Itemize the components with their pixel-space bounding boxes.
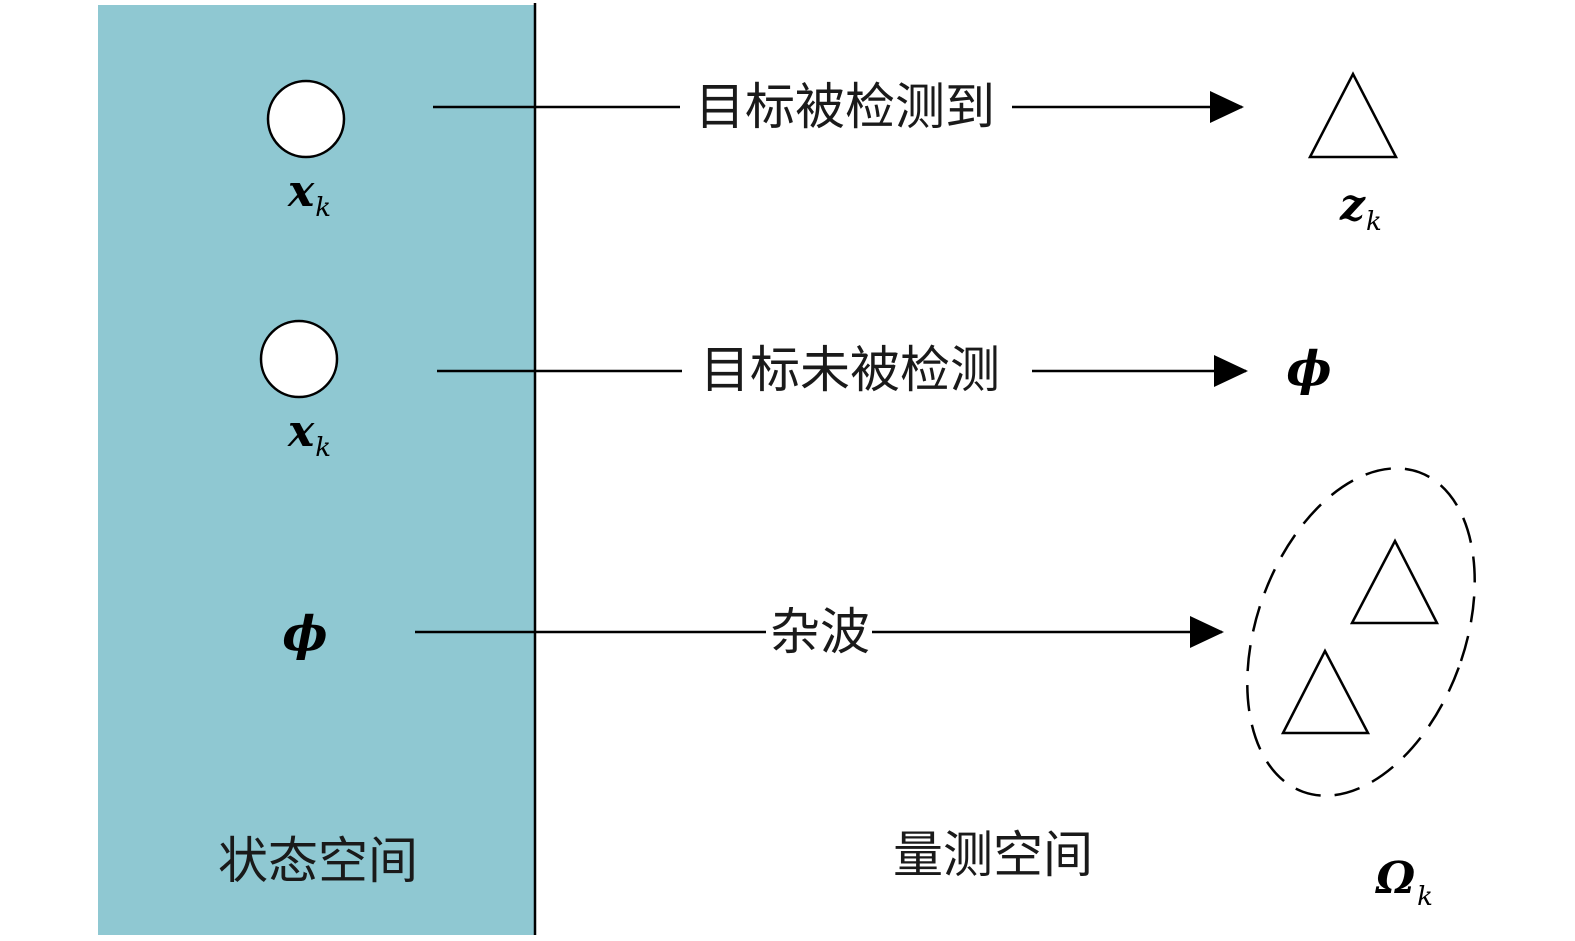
measurement-label: zk xyxy=(1339,180,1382,237)
clutter-set-label: Ωk xyxy=(1375,853,1433,912)
arrow-detected-label: 目标被检测到 xyxy=(695,78,995,136)
target-state-label-2: xk xyxy=(287,406,331,463)
measurement-space-label: 量测空间 xyxy=(893,826,1093,884)
arrow-missed-label: 目标未被检测 xyxy=(700,341,1000,399)
clutter-triangle-2 xyxy=(1280,648,1371,735)
state-space-label: 状态空间 xyxy=(218,832,418,890)
empty-measurement-symbol: ϕ xyxy=(1286,341,1331,397)
target-state-circle-1 xyxy=(266,79,346,159)
target-state-label-1: xk xyxy=(287,166,331,223)
arrow-clutter-label: 杂波 xyxy=(770,603,870,661)
measurement-triangle xyxy=(1307,71,1399,159)
state-space-panel xyxy=(98,5,535,935)
target-state-circle-2 xyxy=(259,319,339,399)
empty-state-symbol: ϕ xyxy=(282,606,327,662)
clutter-set-boundary xyxy=(1246,467,1476,797)
clutter-triangle-1 xyxy=(1349,538,1440,625)
